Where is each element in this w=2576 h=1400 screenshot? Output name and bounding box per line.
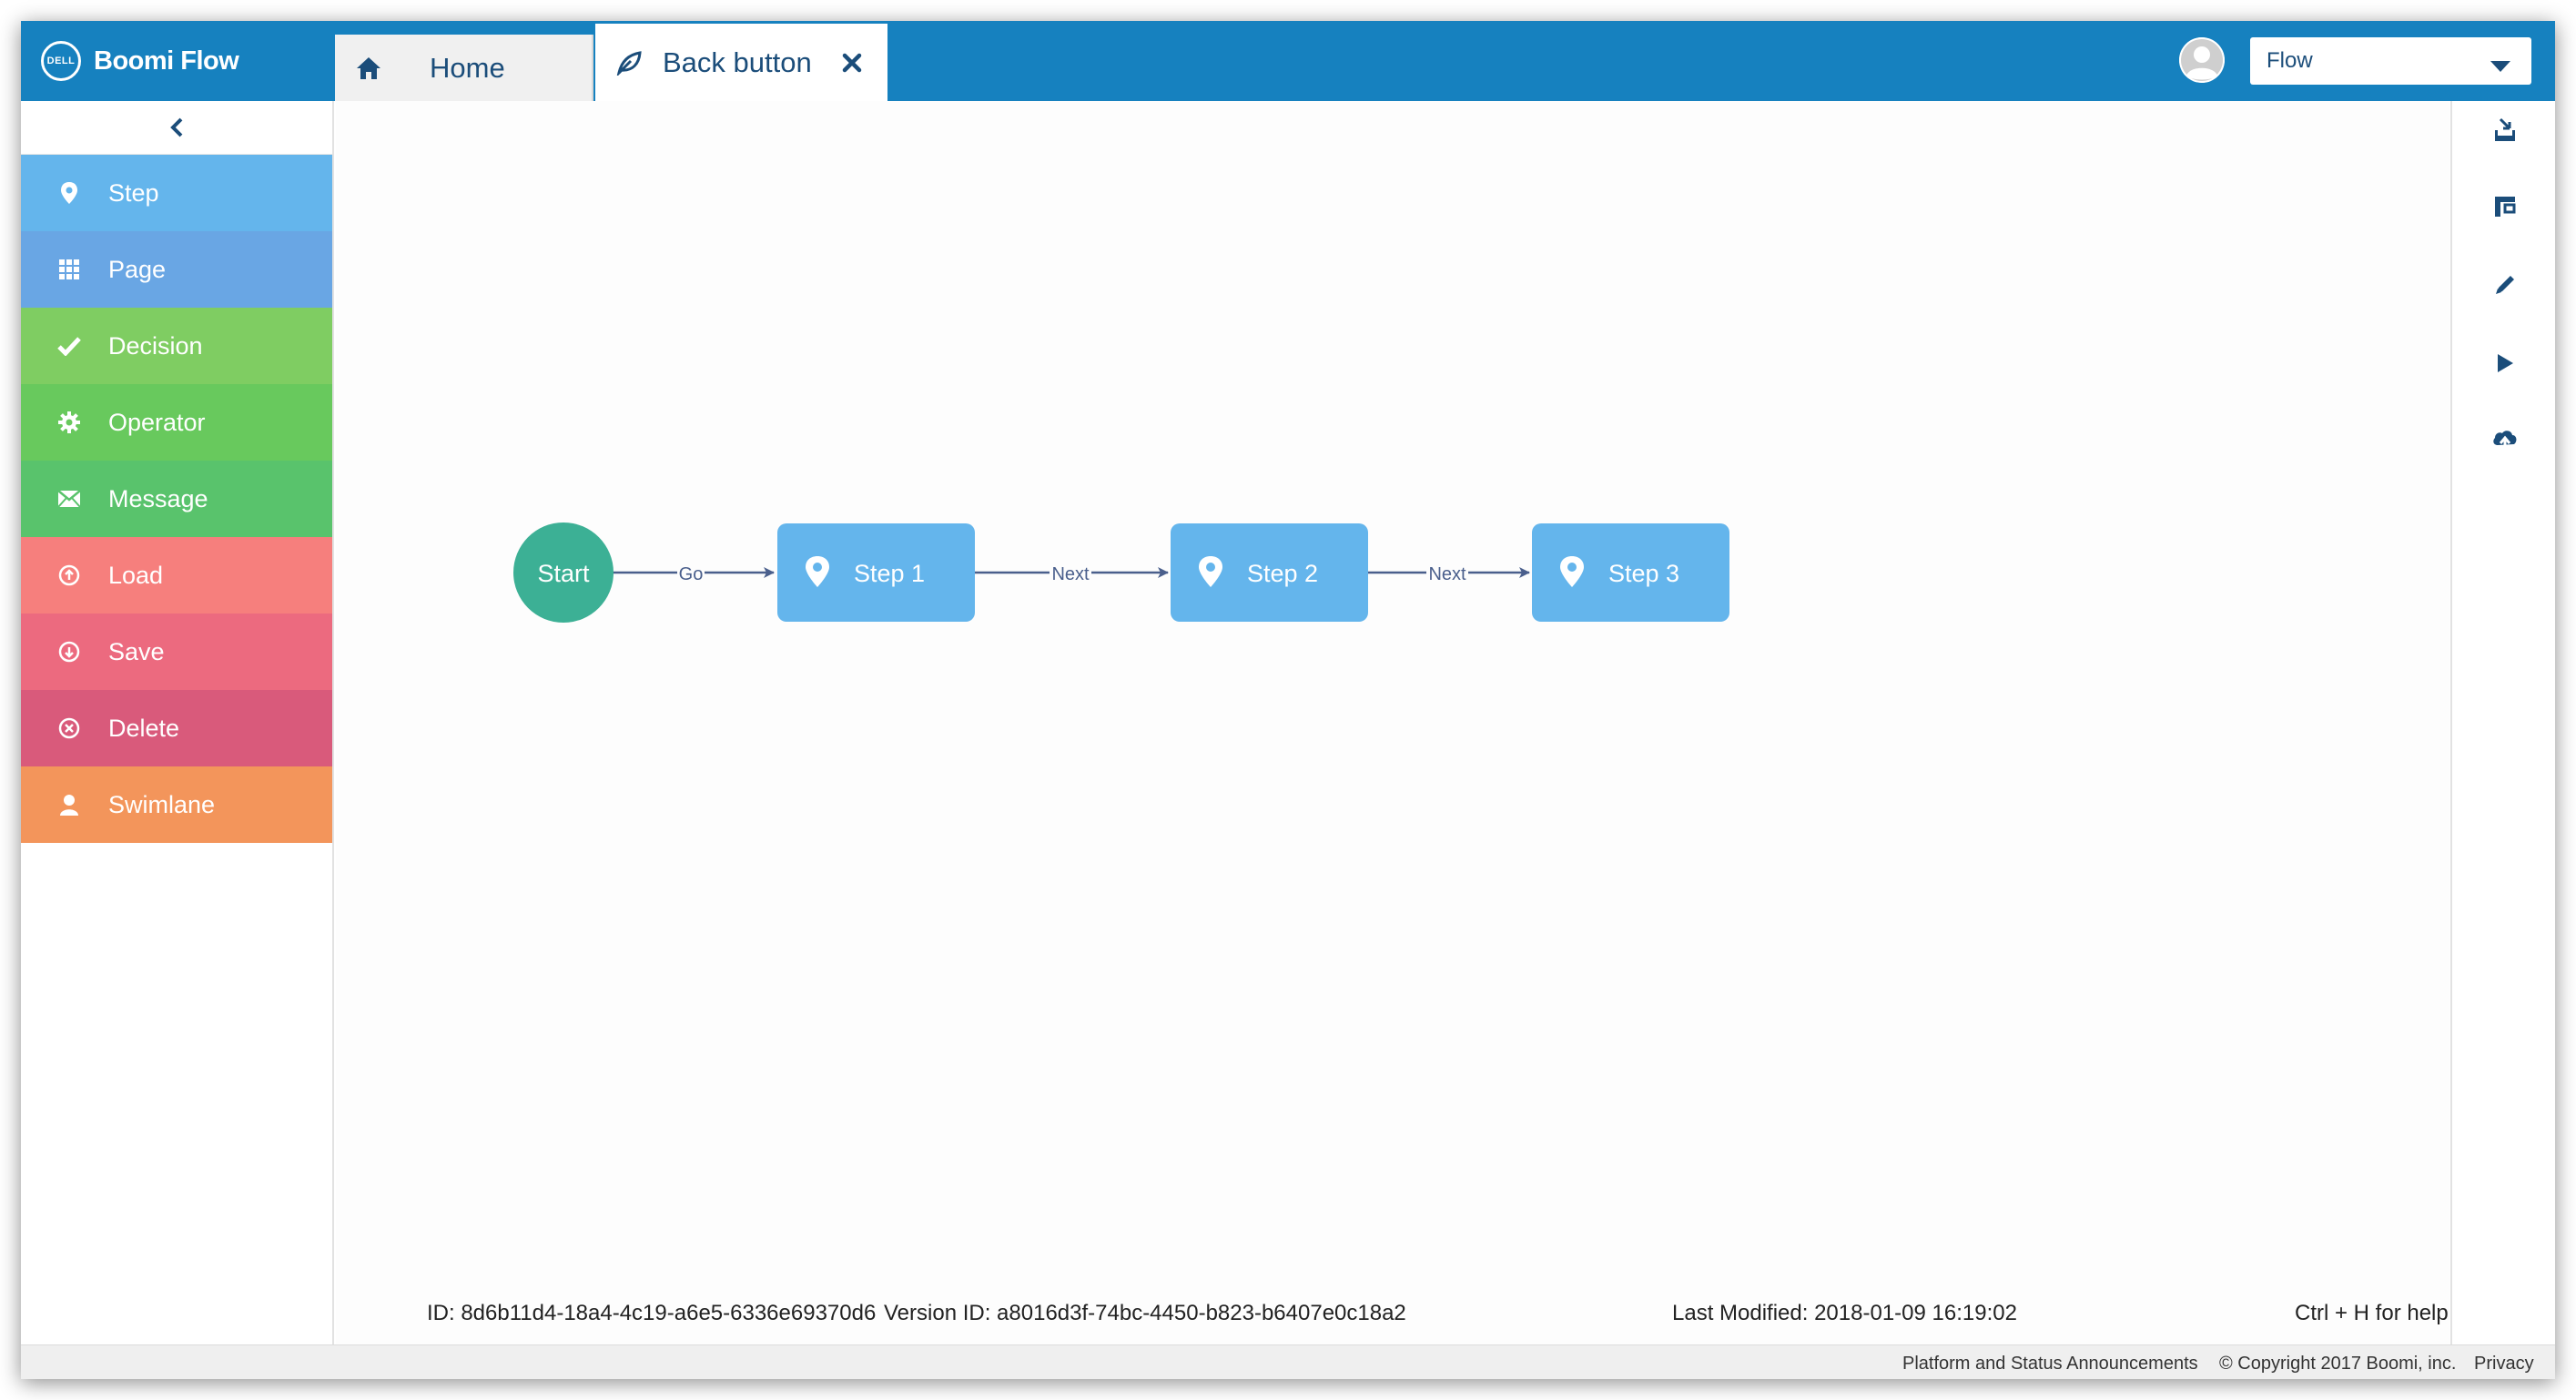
home-icon [353,53,384,84]
start-node[interactable]: Start [513,522,614,623]
map-marker-icon [806,556,829,587]
leaf-icon [614,47,644,78]
edge-next-2[interactable]: Next [1368,560,1530,584]
sidebar-item-step[interactable]: Step [21,155,332,231]
help-hint: Ctrl + H for help [2295,1301,2449,1325]
run-icon[interactable] [2487,345,2523,381]
edge-label: Next [1428,564,1466,584]
chevron-left-icon [170,117,183,137]
avatar[interactable] [2179,37,2225,83]
footer: Platform and Status Announcements © Copy… [21,1344,2555,1379]
circle-x-icon [56,715,83,742]
envelope-icon [56,485,83,512]
edge-next-1[interactable]: Next [975,560,1169,584]
top-bar: DELL Boomi Flow Home Back button [21,21,2555,101]
flow-id: ID: 8d6b11d4-18a4-4c19-a6e5-6336e69370d6 [427,1301,877,1325]
privacy-link[interactable]: Privacy [2474,1354,2534,1374]
edit-icon[interactable] [2487,267,2523,303]
flow-canvas[interactable]: Go Next Next Start [336,101,2449,1344]
circle-arrow-down-icon [56,638,83,665]
sidebar-item-message[interactable]: Message [21,461,332,537]
import-icon[interactable] [2487,112,2523,148]
right-toolbar [2450,101,2555,1344]
edge-label: Next [1051,564,1090,584]
map-marker-icon [1199,556,1222,587]
sidebar-item-load[interactable]: Load [21,537,332,614]
announcements-link[interactable]: Platform and Status Announcements [1902,1354,2198,1374]
caret-down-icon [2490,54,2511,79]
close-icon[interactable] [839,50,865,76]
flow-diagram: Go Next Next Start [513,522,1729,623]
element-sidebar: Step Page Decision Operator Message [21,101,334,1344]
publish-icon[interactable] [2487,421,2523,458]
user-icon [56,791,83,818]
brand-name: Boomi Flow [94,46,239,76]
sidebar-collapse-button[interactable] [21,101,332,155]
dell-logo-icon: DELL [41,41,81,81]
step-node-2[interactable]: Step 2 [1171,523,1368,622]
gear-icon [56,409,83,436]
flow-select-value: Flow [2267,48,2313,73]
tab-home[interactable]: Home [335,35,593,101]
step-node-3[interactable]: Step 3 [1532,523,1729,622]
step-node-1[interactable]: Step 1 [777,523,975,622]
map-marker-icon [1560,556,1584,587]
sidebar-item-delete[interactable]: Delete [21,690,332,766]
layout-icon[interactable] [2487,188,2523,225]
copyright: © Copyright 2017 Boomi, inc. [2219,1354,2457,1374]
map-marker-icon [56,179,83,207]
sidebar-item-operator[interactable]: Operator [21,384,332,461]
grid-icon [56,256,83,283]
last-modified: Last Modified: 2018-01-09 16:19:02 [1672,1301,2017,1325]
version-id: Version ID: a8016d3f-74bc-4450-b823-b640… [884,1301,1406,1325]
app-window: DELL Boomi Flow Home Back button [21,21,2555,1379]
tab-back-button[interactable]: Back button [595,24,887,101]
circle-arrow-up-icon [56,562,83,589]
brand-logo[interactable]: DELL Boomi Flow [41,39,239,83]
flow-select[interactable]: Flow [2250,37,2531,85]
svg-text:Step 2: Step 2 [1247,560,1318,587]
tab-home-label: Home [430,51,505,84]
sidebar-item-save[interactable]: Save [21,614,332,690]
svg-text:Step 3: Step 3 [1608,560,1679,587]
svg-text:Start: Start [537,560,590,587]
edge-label: Go [679,564,704,584]
tab-back-button-label: Back button [663,46,812,78]
sidebar-item-decision[interactable]: Decision [21,308,332,384]
sidebar-item-page[interactable]: Page [21,231,332,308]
svg-text:Step 1: Step 1 [854,560,925,587]
sidebar-item-swimlane[interactable]: Swimlane [21,766,332,843]
check-icon [56,332,83,360]
